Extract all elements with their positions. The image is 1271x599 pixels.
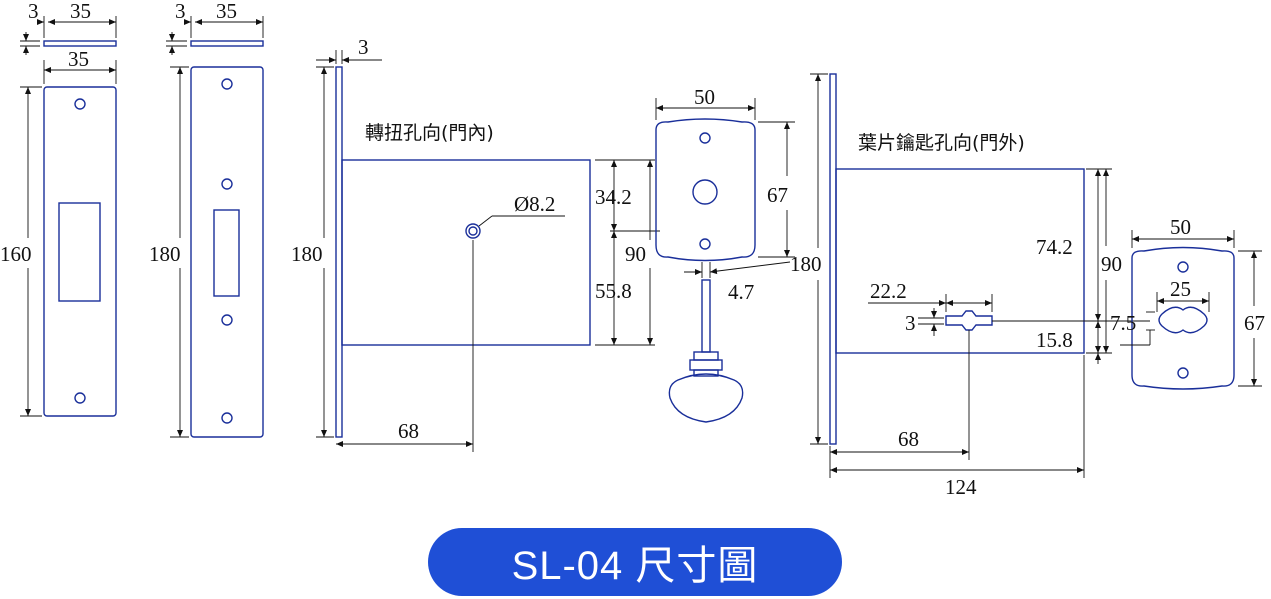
strike1-screw-hole-top (74, 98, 86, 110)
thumbturn-plate (655, 118, 756, 262)
spindle-label: 4.7 (728, 280, 754, 304)
thumbturn-height-label: 67 (767, 183, 788, 207)
key-small-label: 3 (905, 311, 916, 335)
thumbturn-spindle (701, 279, 711, 353)
face-plate-outside (829, 73, 837, 445)
strike2-thickness-view (190, 40, 264, 47)
thumbturn-escutcheon-dimensions: 50 67 4.7 (655, 85, 795, 304)
case-inside (341, 159, 591, 346)
strike1-height-label: 160 (0, 242, 32, 266)
key-escutcheon-dimensions: 50 25 7.5 67 (1110, 215, 1265, 387)
key-upper-label: 74.2 (1036, 235, 1073, 259)
strike1-width-top-label: 35 (70, 0, 91, 23)
face-plate-thickness-label: 3 (358, 35, 369, 59)
thumbturn-collar-1 (693, 351, 719, 361)
thumbturn-width-label: 50 (694, 85, 715, 109)
backset-label: 68 (398, 419, 419, 443)
strike2-screw-hole-3 (221, 314, 233, 326)
face-plate-inside (335, 66, 343, 438)
key-side-label: 葉片鑰匙孔向(門外) (858, 132, 1025, 154)
strike1-screw-hole-bottom (74, 392, 86, 404)
key-screw-bottom (1177, 367, 1189, 379)
keyhole-profile (945, 310, 993, 331)
thumbturn-upper-label: 34.2 (595, 185, 632, 209)
thumbturn-total-label: 90 (625, 242, 646, 266)
key-escutcheon (1131, 246, 1235, 390)
drawing-title: SL-04 尺寸圖 (511, 544, 759, 588)
strike2-screw-hole-4 (221, 412, 233, 424)
key-case-depth-label: 124 (945, 475, 977, 499)
strike2-front-view (190, 66, 264, 438)
strike2-thickness-label: 3 (175, 0, 186, 23)
strike1-width-label: 35 (68, 47, 89, 71)
key-total-label: 90 (1101, 252, 1122, 276)
thumbturn-hole-outer (465, 223, 481, 239)
hole-diameter-label: Ø8.2 (514, 192, 555, 216)
strike2-screw-hole-1 (221, 78, 233, 90)
lock-body-inside (335, 66, 591, 438)
lock-body-outside (829, 73, 1085, 445)
strike-plate-160 (43, 40, 117, 417)
escutcheon-offset-label: 7.5 (1110, 311, 1136, 335)
escutcheon-slot-label: 25 (1170, 277, 1191, 301)
thumbturn-spindle-hole (692, 179, 718, 205)
strike2-dimensions: 3 35 180 (149, 0, 264, 438)
strike2-width-label: 35 (216, 0, 237, 23)
key-plate (1131, 246, 1235, 390)
thumbturn-lower-label: 55.8 (595, 279, 632, 303)
strike-plate-180 (190, 40, 264, 438)
thumbturn-screw-bottom (699, 238, 711, 250)
key-body-height-label: 180 (790, 252, 822, 276)
strike2-screw-hole-2 (221, 178, 233, 190)
key-screw-top (1177, 261, 1189, 273)
strike1-dimensions: 3 35 35 160 (0, 0, 117, 417)
thumbturn-collar-2 (689, 359, 723, 371)
strike1-front-view (43, 86, 117, 417)
thumbturn-knob (668, 373, 744, 423)
lock-body-inside-dimensions: 3 180 Ø8.2 68 34.2 55.8 90 (291, 35, 660, 452)
key-offset-label: 22.2 (870, 279, 907, 303)
key-lower-label: 15.8 (1036, 328, 1073, 352)
key-cylinder-slot (1158, 306, 1208, 334)
strike1-latch-opening (58, 202, 101, 302)
strike2-latch-opening (213, 209, 240, 297)
thumbturn-side-label: 轉扭孔向(門內) (365, 122, 494, 144)
title-banner: SL-04 尺寸圖 (428, 528, 842, 596)
thumbturn-hole-inner (468, 226, 478, 236)
key-backset-label: 68 (898, 427, 919, 451)
escutcheon-width-label: 50 (1170, 215, 1191, 239)
escutcheon-height-label: 67 (1244, 311, 1265, 335)
case-outside (835, 168, 1085, 354)
thumbturn-screw-top (699, 132, 711, 144)
thumbturn-collar-3 (693, 369, 719, 377)
thumbturn-escutcheon (655, 118, 756, 423)
strike1-thickness-label: 3 (28, 0, 39, 23)
body-height-label: 180 (291, 242, 323, 266)
strike2-height-label: 180 (149, 242, 181, 266)
lock-body-outside-dimensions: 180 74.2 90 15.8 22.2 3 68 124 (790, 73, 1150, 499)
strike1-thickness-view (43, 40, 117, 47)
